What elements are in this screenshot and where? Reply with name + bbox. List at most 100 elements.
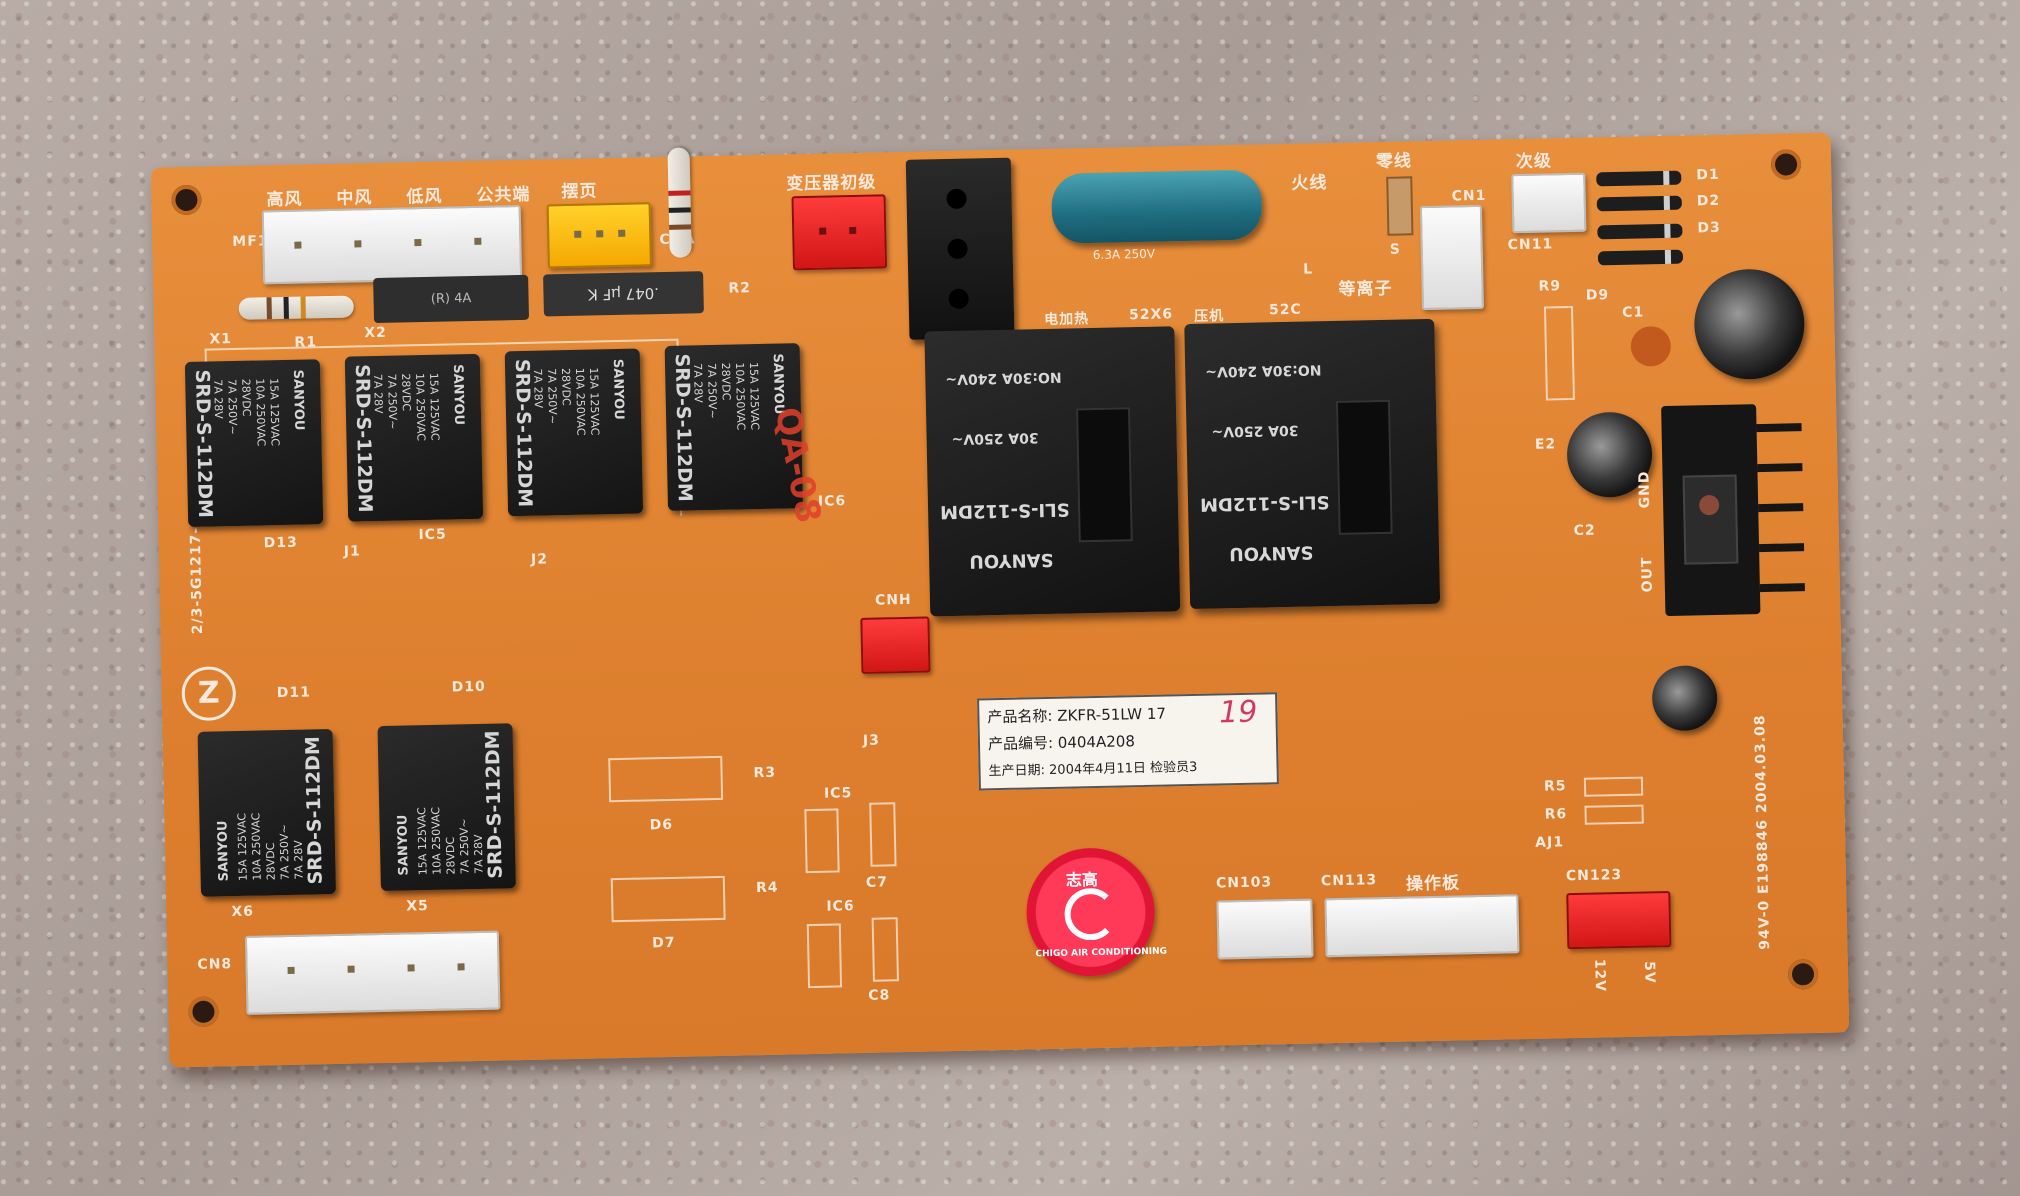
cap-047: .047 μF K — [543, 271, 704, 317]
terminal-block — [905, 157, 1015, 340]
r2-label: R2 — [728, 280, 752, 297]
cn113-connector — [1324, 894, 1520, 958]
d9-label: D11 — [276, 684, 312, 702]
c2-label: C2 — [1573, 522, 1596, 539]
d3-label: D3 — [1697, 219, 1721, 237]
5v-label: 5V — [1640, 961, 1658, 984]
diode-d3 — [1597, 223, 1683, 240]
neutral-label: 零线 — [1375, 151, 1413, 173]
c7-label: C7 — [865, 874, 889, 891]
transformer-connector — [791, 194, 888, 271]
c1-label: C1 — [1621, 304, 1645, 321]
diode-d4 — [1597, 249, 1684, 266]
ic6-outline — [806, 923, 843, 989]
diode-d2 — [1596, 195, 1682, 212]
control-panel-label: 操作板 — [1405, 873, 1461, 895]
diode-d1 — [1596, 170, 1682, 187]
r4-outline — [610, 875, 726, 923]
terminal-l-label: L — [1302, 261, 1314, 278]
swing-connector — [546, 202, 652, 269]
logo-text: CHIGO AIR CONDITIONING — [1035, 946, 1168, 960]
ion-label: 等离子 — [1338, 278, 1393, 300]
r5-label: R5 — [1543, 778, 1567, 795]
c8-outline — [871, 917, 899, 982]
ic6-label: IC6 — [826, 898, 855, 915]
fuse: 6.3A 250V — [1051, 169, 1263, 262]
d8-label: D10 — [451, 678, 486, 696]
inspector-mark: 19 — [1218, 694, 1258, 731]
r6-label: R6 — [1544, 806, 1568, 823]
d6-label: D6 — [649, 816, 674, 834]
resistor-r2 — [667, 147, 692, 258]
cnh-label: CNH — [874, 591, 912, 609]
cn8-connector — [244, 930, 501, 1015]
electrolytic-capacitor-small — [1651, 665, 1718, 732]
transformer-label: 变压器初级 — [786, 172, 877, 195]
j1-label: J1 — [343, 543, 361, 560]
mounting-hole — [1787, 958, 1819, 990]
heater-label: 电加热 — [1043, 311, 1090, 329]
product-label: 产品名称: ZKFR-51LW 17 产品编号: 0404A208 生产日期: … — [977, 692, 1279, 791]
fan-connector — [261, 204, 523, 285]
z-mark-icon: Z — [181, 666, 237, 722]
cn8-label: CN8 — [197, 956, 233, 973]
heater-relay: NO:30A 240V~ 30A 250V~ SLI-S-112DM SANYO… — [924, 326, 1181, 617]
gnd-label: GND — [1636, 470, 1654, 509]
relay-52x6-label: 52X6 — [1128, 306, 1174, 324]
voltage-regulator — [1682, 474, 1739, 565]
terminal-s-label: S — [1389, 241, 1402, 258]
ul-code-label: 94V-0 E198846 2004.03.08 — [1752, 714, 1774, 950]
cn11-label: CN11 — [1507, 236, 1554, 254]
production-date: 生产日期: 2004年4月11日 检验员3 — [988, 759, 1198, 780]
electrolytic-capacitor — [1693, 268, 1806, 381]
d2-label: D2 — [1696, 192, 1721, 210]
heatsink-fin — [1759, 583, 1805, 593]
cn103-label: CN103 — [1215, 874, 1273, 892]
x5-label: X5 — [406, 898, 429, 915]
secondary-connector — [1511, 172, 1587, 234]
d10-label: D13 — [263, 534, 298, 552]
fan-high-label: 高风 — [266, 189, 303, 211]
film-capacitor: (R) 4A — [373, 274, 530, 324]
mounting-hole — [171, 184, 202, 216]
r9-label: R9 — [1538, 278, 1562, 295]
resistor-r1 — [238, 295, 354, 320]
relay-x6: SRD-S-112DM SANYOU 15A 125VAC 10A 250VAC… — [197, 729, 337, 897]
heatsink-fin — [1757, 463, 1803, 473]
out-label: OUT — [1639, 556, 1656, 593]
r5-outline — [1583, 776, 1644, 797]
aj1-label: AJ1 — [1535, 834, 1565, 851]
circuit-board: 2/3-5G1217-D F3121S-05 Z 高风 中风 低风 公共端 MF… — [150, 132, 1850, 1068]
neutral-terminal — [1386, 176, 1414, 236]
ceramic-capacitor — [1630, 325, 1672, 367]
relay-x3: SRD-S-112DM SANYOU 15A 125VAC 10A 250VAC… — [504, 348, 644, 517]
relay-x1: SRD-S-112DM SANYOU 15A 125VAC 10A 250VAC… — [184, 359, 324, 527]
x6-label: X6 — [231, 903, 255, 921]
r3-label: R3 — [753, 764, 777, 782]
relay-x2: SRD-S-112DM SANYOU 15A 125VAC 10A 250VAC… — [344, 353, 484, 522]
r6-outline — [1584, 804, 1644, 825]
cn113-label: CN113 — [1320, 872, 1378, 890]
r4-label: R4 — [755, 879, 779, 897]
j6-label: D9 — [1585, 287, 1610, 304]
cn103-connector — [1216, 898, 1314, 960]
heatsink-fin — [1758, 503, 1804, 513]
swirl-icon — [1064, 887, 1118, 941]
r9-outline — [1543, 305, 1575, 401]
live-label: 火线 — [1291, 173, 1328, 194]
cnh-connector — [860, 616, 931, 674]
c8-label: C8 — [868, 987, 891, 1004]
mounting-hole — [188, 996, 219, 1028]
relay-x5: SRD-S-112DM SANYOU 15A 125VAC 10A 250VAC… — [377, 723, 516, 892]
mounting-hole — [1770, 149, 1802, 180]
j2-label: J2 — [530, 551, 549, 568]
ic5-label: IC5 — [823, 785, 853, 802]
ic5-outline — [804, 808, 840, 874]
heatsink-fin — [1758, 543, 1805, 553]
x2-label: X2 — [364, 324, 387, 342]
c7-outline — [869, 802, 897, 867]
cn123-connector — [1566, 891, 1672, 950]
swing-label: 摆页 — [561, 181, 598, 203]
j3-label: J3 — [862, 732, 881, 749]
x1-label: X1 — [209, 331, 233, 348]
